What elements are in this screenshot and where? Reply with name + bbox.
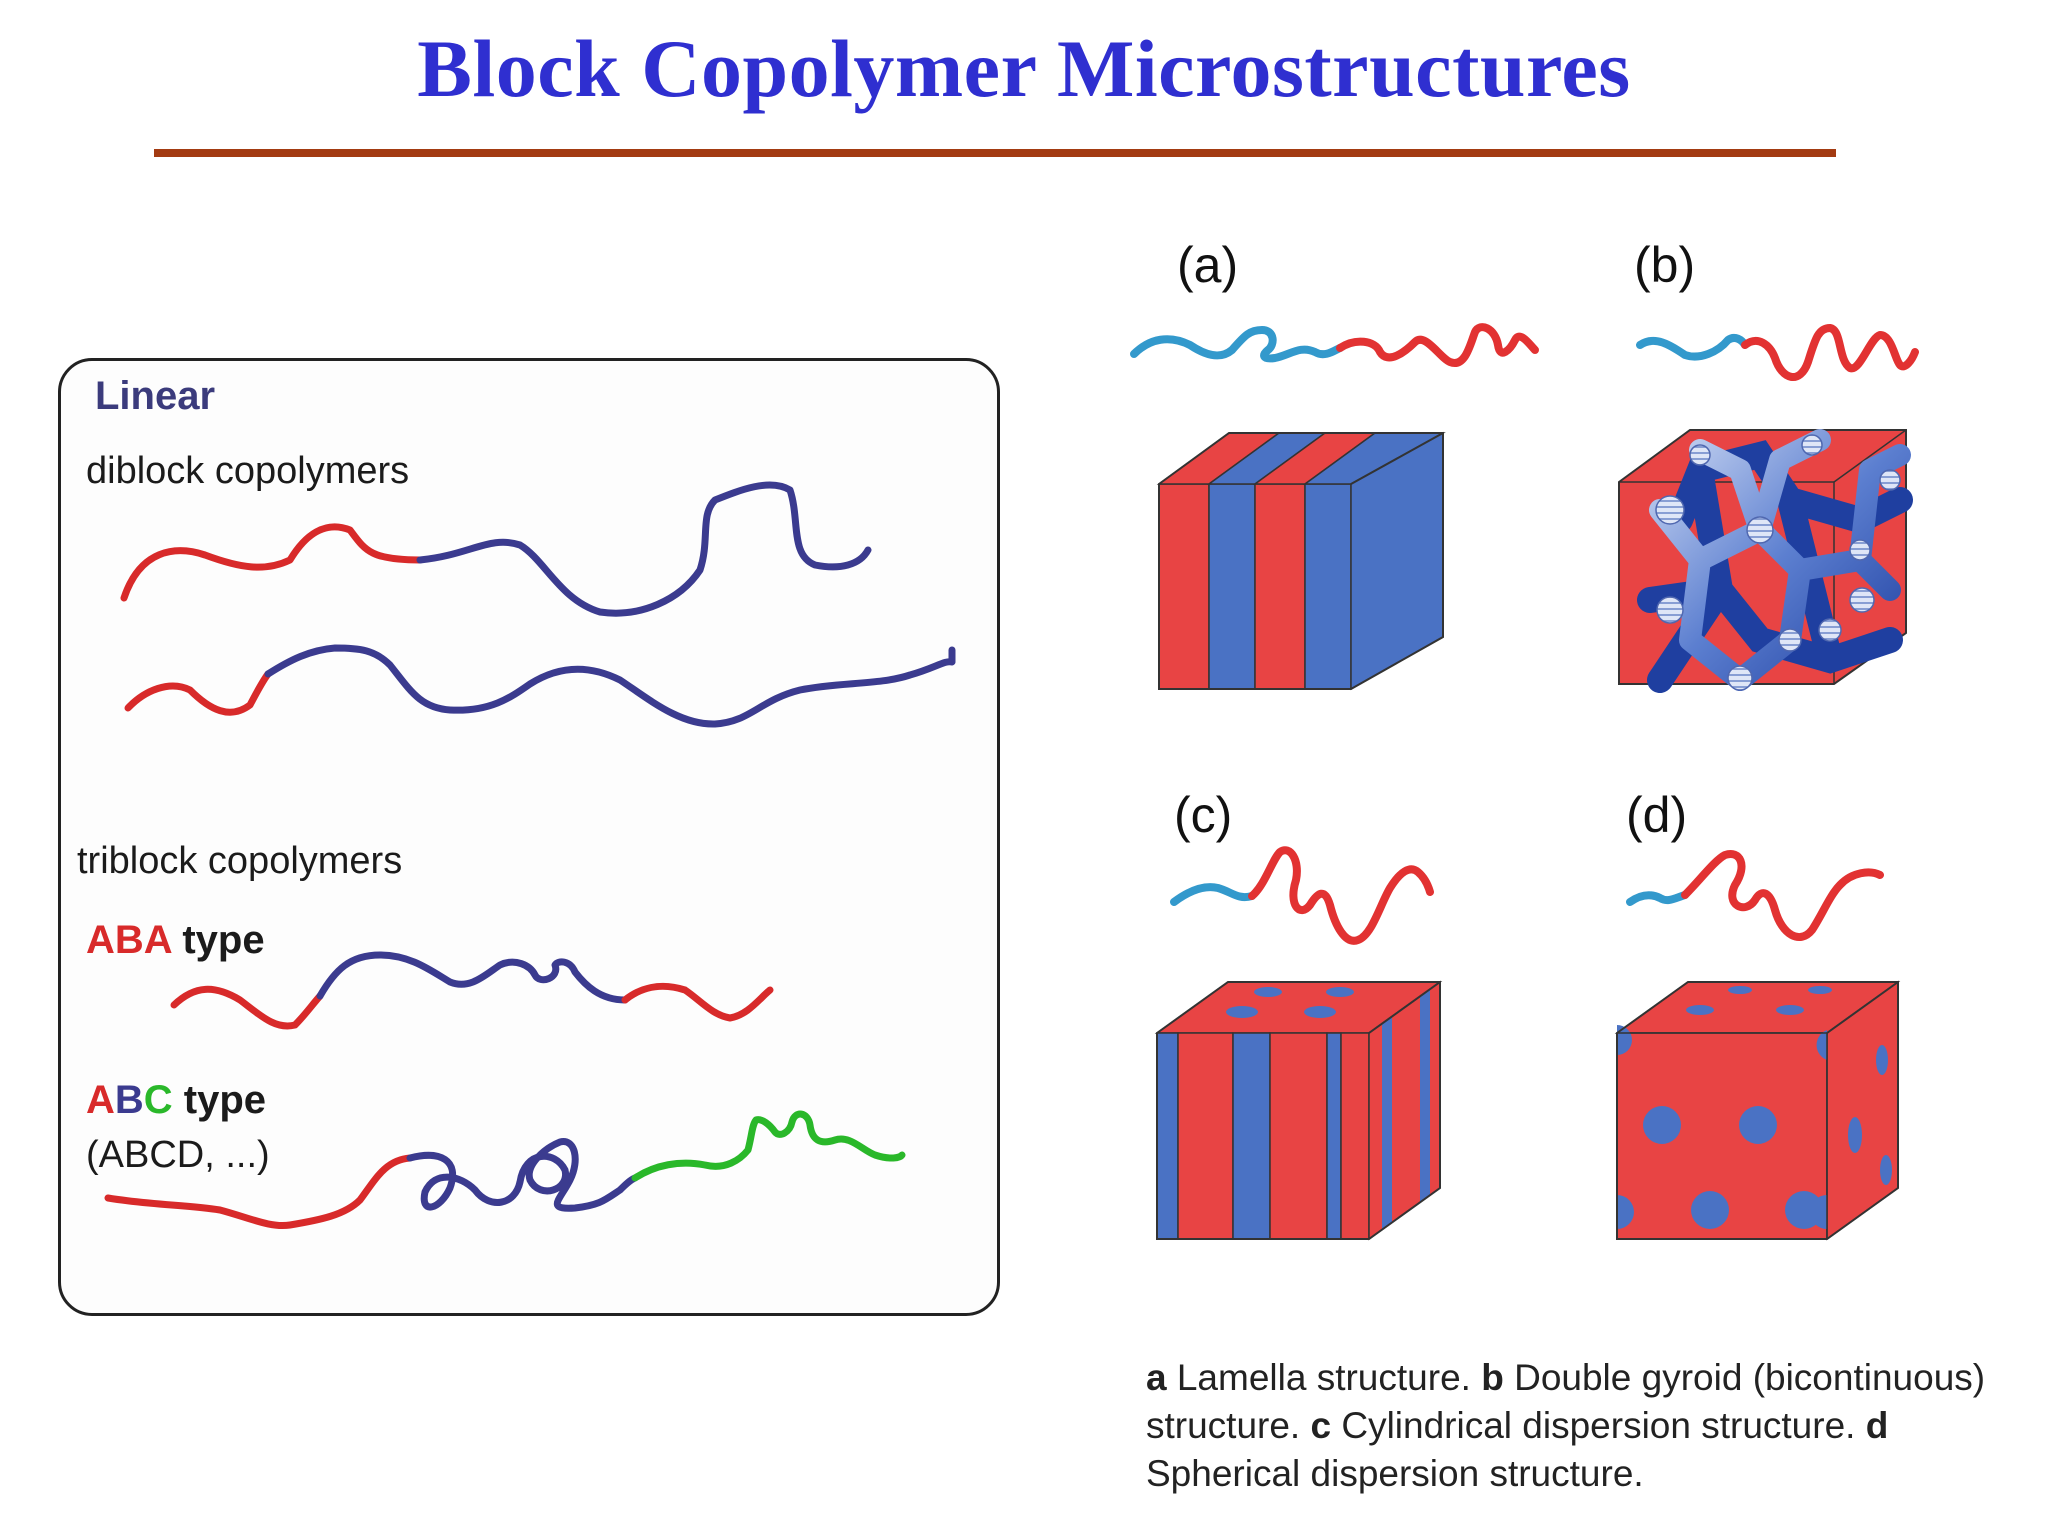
- diblock-chain-1: [120, 481, 872, 617]
- aba-type-label: ABA type: [86, 918, 265, 963]
- linear-copolymer-panel: [58, 358, 1000, 1316]
- abc-letter-a: A: [86, 1078, 115, 1122]
- aba-type-word: type: [182, 918, 265, 962]
- structure-c-chain: [1170, 846, 1434, 945]
- abc-type-word: type: [183, 1078, 267, 1122]
- diblock-label: diblock copolymers: [86, 450, 410, 492]
- diblock-chain-2: [124, 644, 956, 728]
- caption-d-text: Spherical dispersion structure.: [1146, 1453, 1644, 1494]
- caption-d-letter: d: [1865, 1405, 1889, 1446]
- abc-type-label: ABC type: [86, 1078, 266, 1123]
- caption-c-text: Cylindrical dispersion structure.: [1331, 1405, 1866, 1446]
- abcd-label: (ABCD, ...): [86, 1134, 270, 1176]
- triblock-label: triblock copolymers: [77, 840, 403, 882]
- abc-chain: [104, 1110, 906, 1230]
- aba-letters: ABA: [86, 918, 172, 962]
- caption-b-letter: b: [1481, 1357, 1504, 1398]
- structure-d-sphere-cube: [1614, 980, 1901, 1241]
- structure-a-lamella-cube: [1156, 431, 1446, 691]
- structure-b-gyroid-cube: [1618, 429, 1913, 693]
- figure-caption: a Lamella structure. b Double gyroid (bi…: [1146, 1354, 2006, 1498]
- structure-c-label: (c): [1174, 787, 1233, 843]
- page-title: Block Copolymer Microstructures: [417, 23, 1631, 114]
- structure-d-chain: [1626, 850, 1884, 942]
- title-underline: [154, 149, 1836, 157]
- abc-letter-c: C: [143, 1078, 173, 1122]
- aba-chain: [170, 951, 774, 1030]
- structure-a-label: (a): [1177, 237, 1239, 293]
- structure-b-label: (b): [1634, 237, 1696, 293]
- caption-b-text: Double gyroid (bicontinuous) structure.: [1146, 1357, 1986, 1446]
- structure-d-label: (d): [1626, 787, 1688, 843]
- abc-letter-b: B: [114, 1078, 144, 1122]
- structure-b-chain: [1636, 324, 1919, 381]
- structure-a-chain: [1130, 323, 1539, 367]
- caption-a-letter: a: [1146, 1357, 1167, 1398]
- structure-c-cylinder-cube: [1154, 980, 1443, 1241]
- caption-c-letter: c: [1310, 1405, 1332, 1446]
- caption-a-text: Lamella structure.: [1166, 1357, 1482, 1398]
- linear-heading: Linear: [95, 374, 216, 418]
